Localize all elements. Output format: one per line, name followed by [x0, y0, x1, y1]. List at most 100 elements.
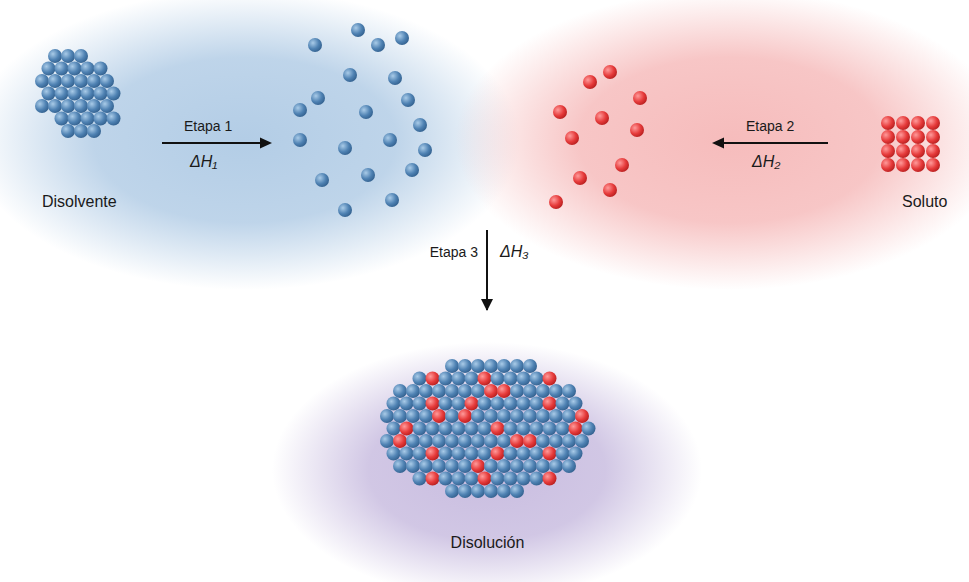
solvent-particle [504, 372, 518, 386]
solvent-particle [100, 74, 114, 88]
solute-particle [896, 116, 910, 130]
solvent-particle [536, 409, 550, 423]
solute-particle [881, 158, 895, 172]
solvent-particle [74, 124, 88, 138]
solvent-particle [405, 163, 419, 177]
enthalpy-label: ΔH₁ [190, 152, 217, 171]
solute-particle [523, 434, 537, 448]
solvent-particle [452, 422, 466, 436]
solvent-particle [35, 74, 49, 88]
solvent-particle [465, 372, 479, 386]
solvent-particle [406, 459, 420, 473]
solvent-particle [530, 372, 544, 386]
solute-particle [471, 459, 485, 473]
solute-particle [926, 130, 940, 144]
solvent-particle [556, 422, 570, 436]
region-label: Disolución [451, 533, 525, 552]
solvent-particle [385, 193, 399, 207]
solvent-particle [94, 62, 108, 76]
solute-particle [426, 397, 440, 411]
solvent-particle [569, 447, 583, 461]
solute-particle [911, 130, 925, 144]
solute-particle [400, 422, 414, 436]
solvent-particle [569, 397, 583, 411]
solvent-particle [439, 372, 453, 386]
solvent-particle [68, 112, 82, 126]
solvent-particle [419, 459, 433, 473]
solvent-particle [549, 459, 563, 473]
solvent-particle [68, 62, 82, 76]
step-label: Etapa 1 [184, 118, 232, 135]
solvent-particle [393, 409, 407, 423]
solvent-particle [383, 133, 397, 147]
region-glow [272, 342, 702, 582]
solvent-particle [293, 133, 307, 147]
solute-particle [549, 195, 563, 209]
solvent-particle [439, 422, 453, 436]
solute-particle [911, 158, 925, 172]
solvent-particle [484, 359, 498, 373]
solvent-particle [478, 447, 492, 461]
solvent-particle [478, 397, 492, 411]
solvent-particle [562, 434, 576, 448]
solvent-particle [458, 459, 472, 473]
solvent-particle [413, 447, 427, 461]
solvent-particle [413, 422, 427, 436]
solvent-particle [491, 372, 505, 386]
solvent-particle [48, 49, 62, 63]
glow-ellipse [290, 312, 685, 552]
solvent-particle [387, 397, 401, 411]
solvent-particle [413, 397, 427, 411]
solvent-particle [452, 447, 466, 461]
solute-particle [583, 75, 597, 89]
solvent-particle [523, 459, 537, 473]
solvent-particle [308, 38, 322, 52]
solvent-particle [562, 384, 576, 398]
solvent-particle [351, 23, 365, 37]
solvent-particle [413, 118, 427, 132]
solvent-particle [471, 359, 485, 373]
solvent-particle [549, 409, 563, 423]
solvent-particle [380, 409, 394, 423]
solvent-particle [387, 422, 401, 436]
solvent-particle [439, 447, 453, 461]
solute-particle [565, 131, 579, 145]
solvent-particle [343, 68, 357, 82]
solvent-particle [406, 409, 420, 423]
solvent-particle [87, 124, 101, 138]
solvent-particle [413, 472, 427, 486]
solute-particle [553, 105, 567, 119]
solvent-particle [497, 484, 511, 498]
solvent-particle [94, 87, 108, 101]
solute-particle [896, 130, 910, 144]
solvent-particle [530, 422, 544, 436]
solvent-particle [400, 397, 414, 411]
solvent-particle [426, 422, 440, 436]
solvent-particle [107, 87, 121, 101]
solvent-particle [48, 99, 62, 113]
solvent-particle [504, 447, 518, 461]
solvent-particle [510, 459, 524, 473]
solvent-particle [445, 459, 459, 473]
solvent-particle [74, 99, 88, 113]
solute-particle [911, 144, 925, 158]
solute-particle [633, 91, 647, 105]
solvent-particle [445, 434, 459, 448]
region-glow [455, 0, 969, 290]
solvent-particle [380, 434, 394, 448]
solute-particle [926, 144, 940, 158]
glow-ellipse [490, 0, 969, 230]
solvent-particle [497, 434, 511, 448]
arrow-line [162, 142, 264, 144]
solvent-particle [42, 87, 56, 101]
region-label: Soluto [902, 192, 947, 211]
solvent-particle [491, 472, 505, 486]
solute-particle [573, 171, 587, 185]
solvent-particle [445, 384, 459, 398]
solvent-particle [445, 359, 459, 373]
solute-particle [510, 434, 524, 448]
solvent-particle [419, 384, 433, 398]
solvent-particle [42, 62, 56, 76]
solvent-particle [484, 409, 498, 423]
solvent-particle [445, 484, 459, 498]
